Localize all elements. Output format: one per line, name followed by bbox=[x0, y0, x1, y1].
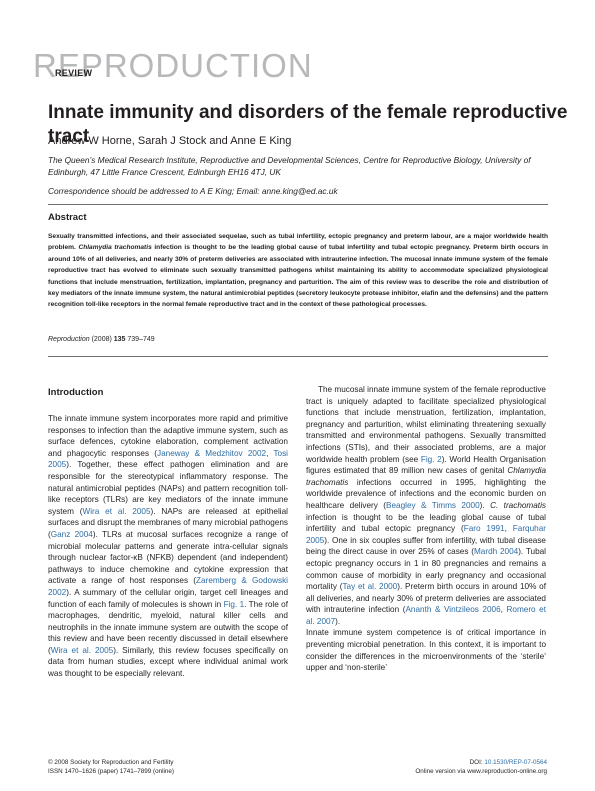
issn: ISSN 1470–1626 (paper) 1741–7899 (online… bbox=[48, 768, 175, 775]
divider-top bbox=[48, 204, 548, 205]
correspondence: Correspondence should be addressed to A … bbox=[48, 186, 338, 196]
abstract-body: Sexually transmitted infections, and the… bbox=[48, 231, 548, 311]
abstract-text-1: Sexually transmitted infections, and the… bbox=[48, 233, 548, 252]
citation-link[interactable]: Ganz 2004 bbox=[50, 529, 93, 539]
text: ). Preterm birth occurs in around 10% of… bbox=[306, 582, 546, 615]
online-version: Online version via www.reproduction-onli… bbox=[415, 768, 547, 775]
citation-link[interactable]: Romero et al. 2007 bbox=[306, 605, 546, 626]
figure-link[interactable]: Fig. 2 bbox=[420, 454, 442, 464]
citation-link[interactable]: Zaremberg & Godowski 2002 bbox=[48, 576, 288, 597]
text: ). bbox=[335, 616, 341, 626]
article-affiliation: The Queen’s Medical Research Institute, … bbox=[48, 155, 531, 177]
citation-link[interactable]: Mardh 2004 bbox=[473, 547, 519, 557]
abstract-text-italic: Chlamydia trachomatis bbox=[78, 244, 152, 252]
doi-line: DOI: 10.1530/REP-07-0564 bbox=[415, 758, 547, 767]
text: ). A summary of the cellular origin, tar… bbox=[48, 587, 288, 609]
abstract-heading: Abstract bbox=[48, 212, 87, 223]
text: The innate immune system incorporates mo… bbox=[48, 414, 288, 458]
journal-name: REPRODUCTION bbox=[33, 47, 313, 84]
doi-link[interactable]: 10.1530/REP-07-0564 bbox=[484, 759, 547, 766]
text: infection is thought to be the leading g… bbox=[306, 512, 546, 534]
citation-link[interactable]: Tay et al. 2000 bbox=[342, 582, 398, 592]
text: , bbox=[266, 448, 274, 458]
text: ). TLRs at mucosal surfaces recognize a … bbox=[48, 529, 288, 586]
text-italic: Chlamydia trachomatis bbox=[306, 466, 546, 487]
cite-year: (2008) bbox=[89, 336, 114, 343]
article-authors: Andrew W Horne, Sarah J Stock and Anne E… bbox=[48, 135, 292, 147]
text: ). World Health Organisation figures est… bbox=[306, 454, 546, 476]
citation-link[interactable]: Beagley & Timms 2000 bbox=[386, 500, 480, 510]
text: ). Tubal ectopic pregnancy occurs in 1 i… bbox=[306, 547, 547, 592]
divider-bottom bbox=[48, 356, 548, 357]
text: ). Similarly, this review focuses specif… bbox=[48, 645, 288, 679]
intro-paragraph-right-2: Innate immune system competence is of cr… bbox=[306, 627, 546, 673]
abstract-citation: Reproduction (2008) 135 739–749 bbox=[48, 336, 155, 343]
cite-pages: 739–749 bbox=[125, 336, 155, 343]
intro-paragraph-right-1: The mucosal innate immune system of the … bbox=[306, 384, 546, 627]
citation-link[interactable]: Tosi 2005 bbox=[48, 448, 288, 470]
text: , bbox=[504, 524, 513, 534]
text: infections occurred in 1995, highlightin… bbox=[306, 477, 546, 510]
cite-volume: 135 bbox=[113, 336, 126, 343]
citation-link[interactable]: Wira et al. 2005 bbox=[50, 645, 114, 655]
article-title: Innate immunity and disorders of the fem… bbox=[48, 102, 568, 147]
citation-link[interactable]: Faro 1991 bbox=[463, 524, 505, 534]
text: ). One in six couples suffer from infert… bbox=[306, 535, 546, 557]
text: ). Together, these effect pathogen elimi… bbox=[48, 460, 288, 516]
intro-heading: Introduction bbox=[48, 387, 104, 398]
text: ). bbox=[479, 500, 491, 510]
footer-left: © 2008 Society for Reproduction and Fert… bbox=[48, 758, 174, 776]
doi-label: DOI: bbox=[469, 759, 485, 766]
citation-link[interactable]: Farquhar 2005 bbox=[306, 524, 546, 545]
copyright: © 2008 Society for Reproduction and Fert… bbox=[48, 759, 174, 766]
citation-link[interactable]: Janeway & Medzhitov 2002 bbox=[157, 448, 267, 458]
text: ). NAPs are released at epithelial surfa… bbox=[48, 506, 288, 539]
intro-left-column: The innate immune system incorporates mo… bbox=[48, 413, 288, 680]
intro-right-column: The mucosal innate immune system of the … bbox=[306, 384, 546, 674]
cite-journal: Reproduction bbox=[48, 336, 90, 343]
intro-paragraph-left: The innate immune system incorporates mo… bbox=[48, 413, 288, 680]
journal-masthead: REPRODUCTION REVIEW bbox=[33, 48, 573, 84]
text: The mucosal innate immune system of the … bbox=[306, 385, 546, 464]
text: Innate immune system competence is of cr… bbox=[306, 628, 546, 673]
section-label: REVIEW bbox=[55, 68, 93, 78]
abstract-text-2: infection is thought to be the leading g… bbox=[48, 244, 548, 309]
footer-right: DOI: 10.1530/REP-07-0564 Online version … bbox=[415, 758, 547, 776]
figure-link[interactable]: Fig. 1 bbox=[223, 599, 245, 609]
text: . The role of macrophages, dendritic, my… bbox=[48, 599, 288, 655]
text: , bbox=[500, 605, 507, 615]
citation-link[interactable]: Wira et al. 2005 bbox=[82, 506, 151, 516]
text-italic: C. trachomatis bbox=[490, 500, 546, 510]
citation-link[interactable]: Ananth & Vintzileos 2006 bbox=[405, 605, 501, 615]
